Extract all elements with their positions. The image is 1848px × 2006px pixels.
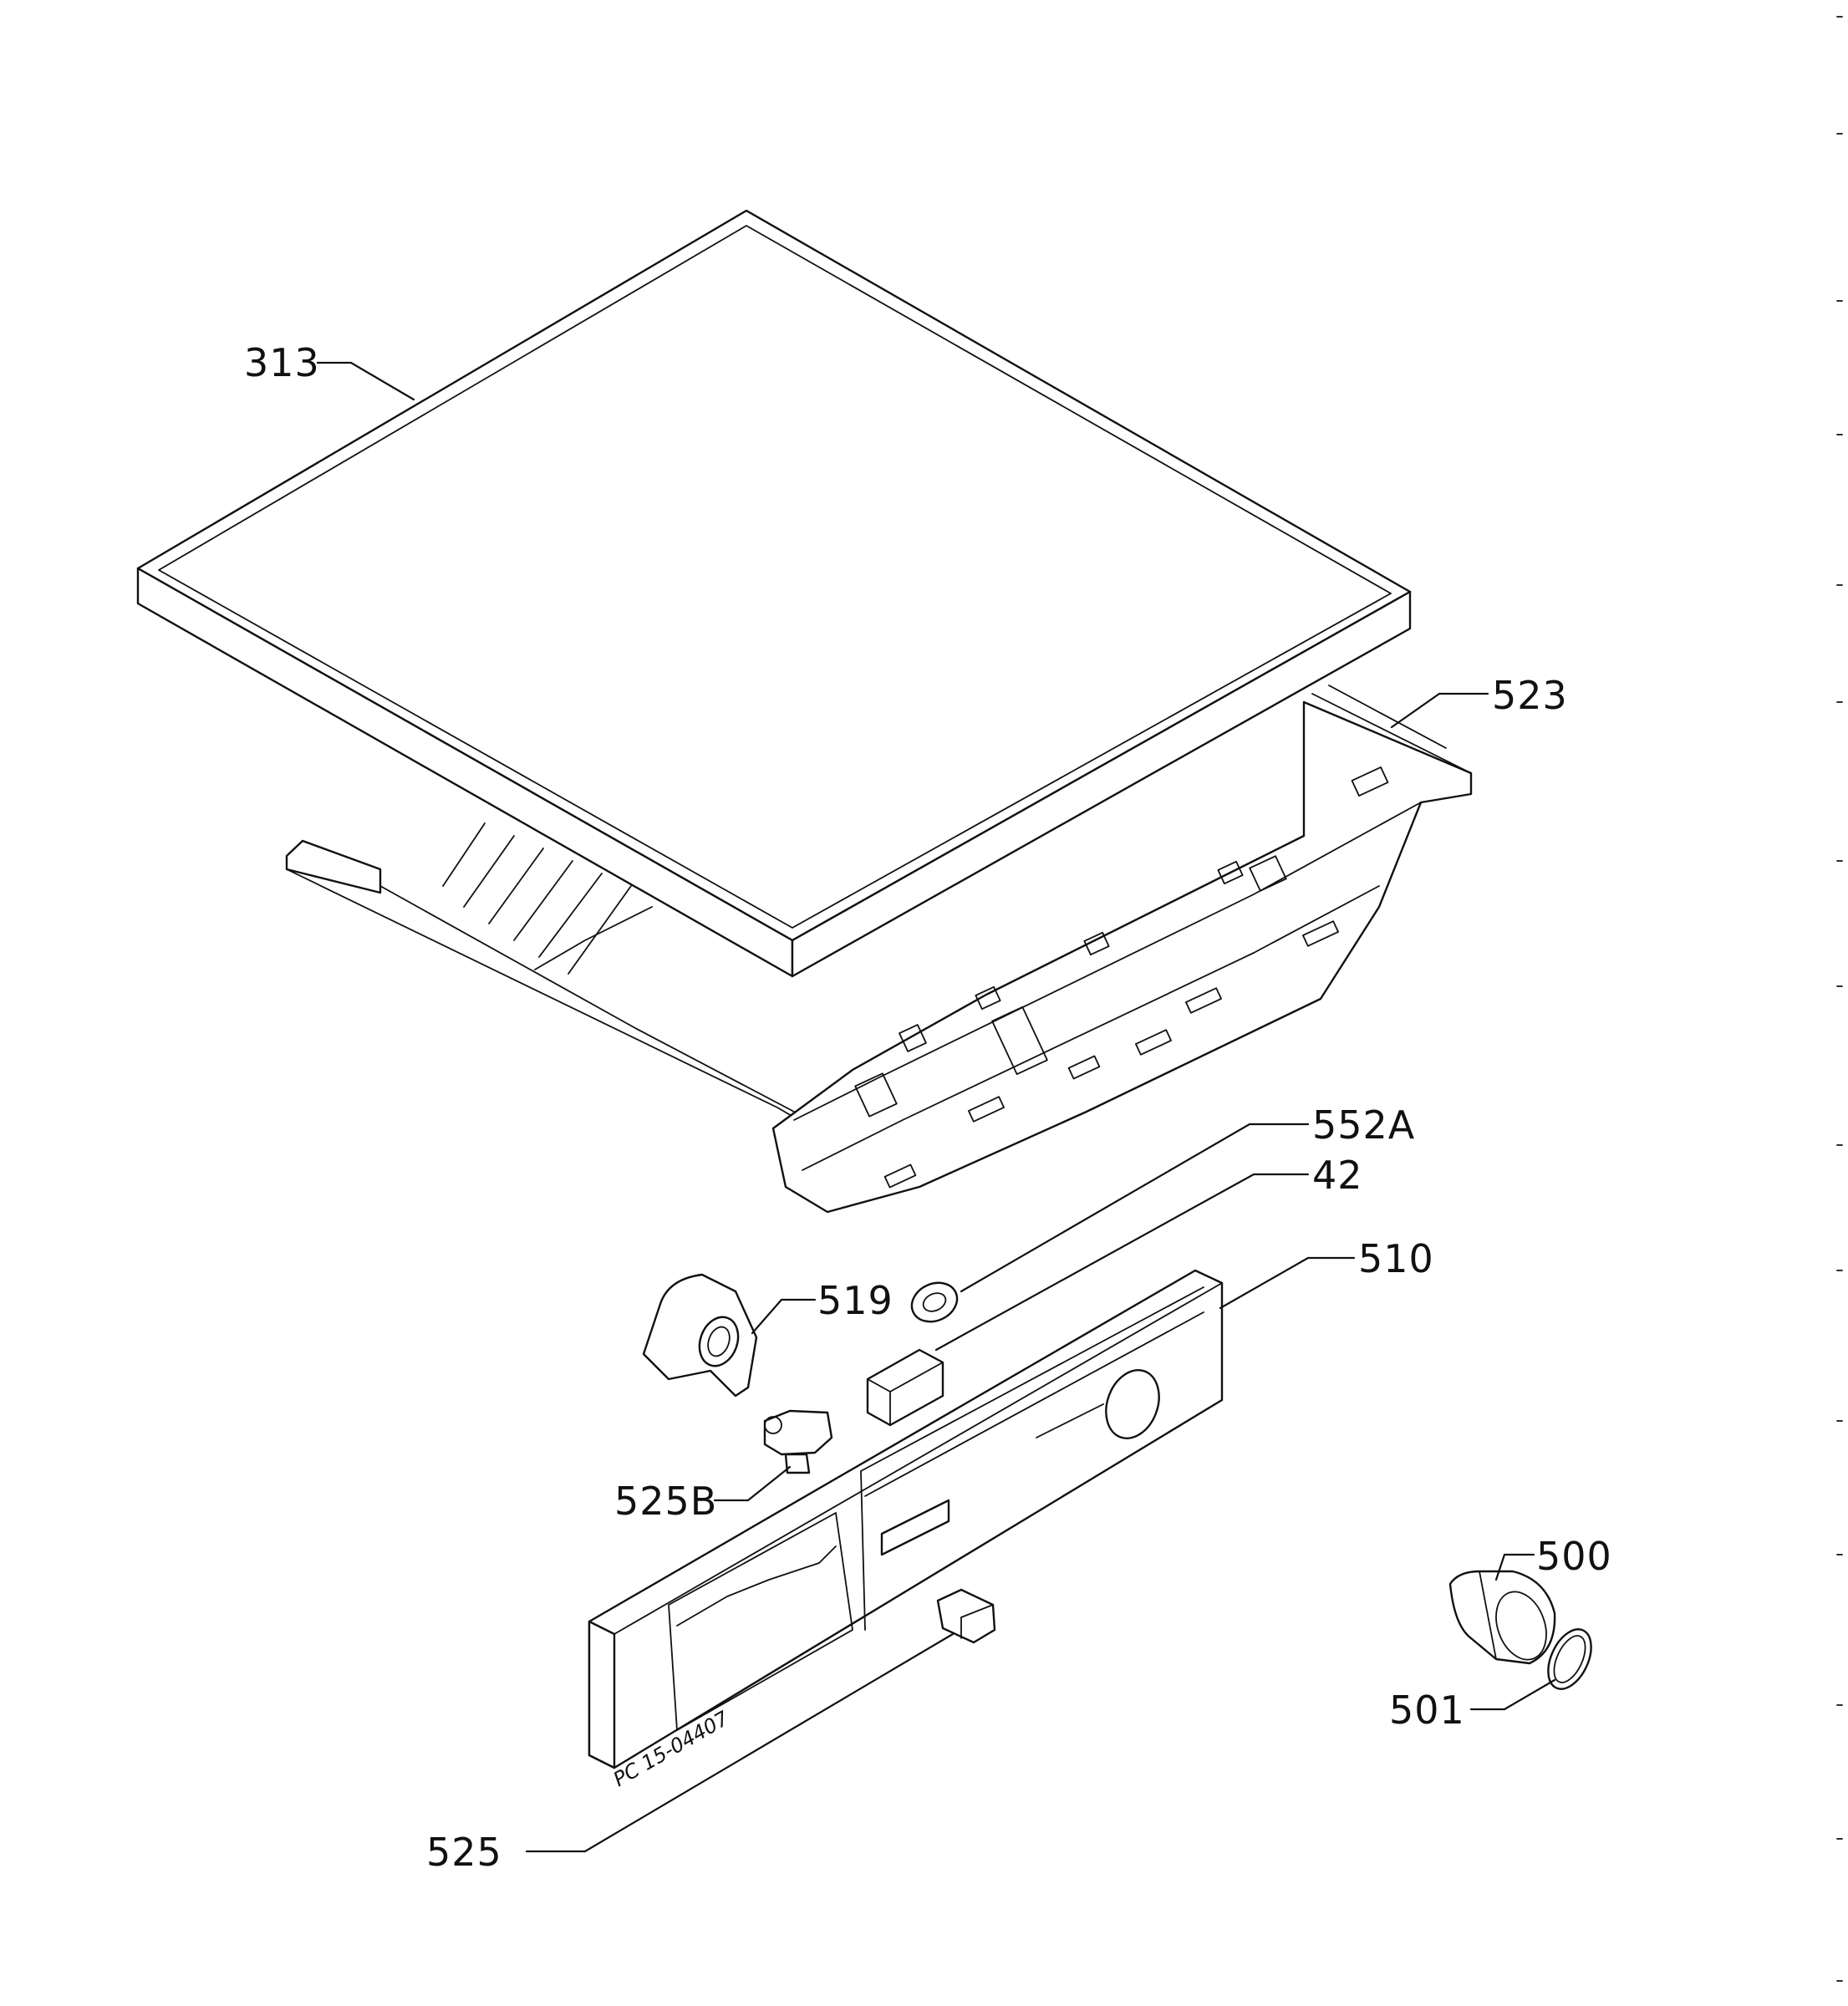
label-525: 525 <box>426 1830 502 1875</box>
leader-lines <box>316 361 1556 1853</box>
label-501: 501 <box>1389 1688 1465 1733</box>
label-42: 42 <box>1312 1153 1363 1198</box>
part-525b-switch <box>763 1409 833 1474</box>
label-313: 313 <box>244 340 320 385</box>
part-525-switch <box>936 1588 996 1644</box>
part-500-knob <box>1448 1570 1556 1665</box>
label-552a: 552A <box>1312 1102 1415 1148</box>
label-519: 519 <box>817 1278 893 1323</box>
part-552a-ring <box>910 1281 959 1323</box>
part-501-cap <box>1547 1628 1592 1690</box>
part-313-top-cover <box>136 209 1412 978</box>
label-523: 523 <box>1492 673 1568 718</box>
margin-ticks <box>1836 16 1843 1982</box>
part-523-panel-frame <box>285 685 1473 1214</box>
part-labels: 313 523 552A 42 510 519 525B 500 501 525 <box>244 340 1612 1875</box>
part-42-button <box>866 1348 944 1427</box>
part-519-housing <box>642 1273 758 1398</box>
label-525b: 525B <box>614 1479 717 1524</box>
part-510-control-panel: PC 15-04407 <box>588 1269 1224 1791</box>
label-500: 500 <box>1536 1534 1612 1579</box>
label-510: 510 <box>1358 1236 1434 1281</box>
